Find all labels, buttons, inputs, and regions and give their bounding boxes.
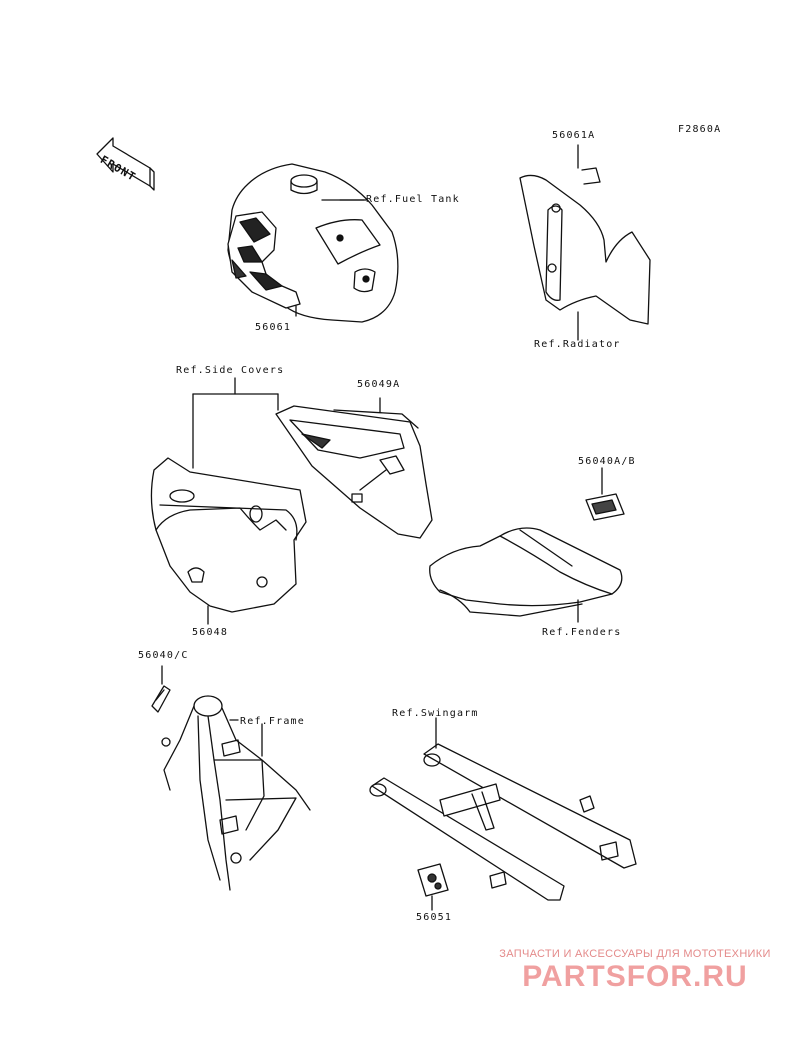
watermark: ЗАПЧАСТИ И АКСЕССУАРЫ ДЛЯ МОТОТЕХНИКИ PA…	[480, 948, 790, 994]
label-56051: 56051	[416, 912, 453, 923]
side-covers-leader	[192, 377, 279, 469]
label-ref-side-covers: Ref.Side Covers	[176, 365, 285, 376]
label-56061: 56061	[255, 322, 292, 333]
label-ref-fenders: Ref.Fenders	[542, 627, 622, 638]
swingarm-drawing	[369, 717, 637, 901]
small-decal-drawing	[585, 467, 625, 521]
label-56049a: 56049A	[357, 379, 401, 390]
fuel-tank-drawing	[227, 163, 399, 323]
label-ref-swingarm: Ref.Swingarm	[392, 708, 479, 719]
frame-decal-drawing	[151, 665, 171, 713]
left-side-cover-drawing	[150, 457, 307, 625]
watermark-tagline: ЗАПЧАСТИ И АКСЕССУАРЫ ДЛЯ МОТОТЕХНИКИ	[499, 948, 771, 960]
diagram-code: F2860A	[678, 124, 722, 135]
label-ref-radiator: Ref.Radiator	[534, 339, 621, 350]
radiator-shroud-drawing	[519, 144, 651, 341]
front-arrow-icon	[96, 137, 155, 191]
watermark-logo: PARTSFOR.RU	[522, 960, 748, 993]
label-56040ab: 56040A/B	[578, 456, 636, 467]
frame-drawing	[161, 695, 311, 891]
label-56048: 56048	[192, 627, 229, 638]
label-56061a: 56061A	[552, 130, 596, 141]
label-56040c: 56040/C	[138, 650, 189, 661]
rear-fender-drawing	[429, 527, 623, 623]
label-ref-frame: Ref.Frame	[240, 716, 305, 727]
swingarm-decal-drawing	[417, 863, 449, 911]
label-ref-fuel-tank: Ref.Fuel Tank	[366, 194, 460, 205]
rear-side-cover-drawing	[275, 397, 433, 539]
